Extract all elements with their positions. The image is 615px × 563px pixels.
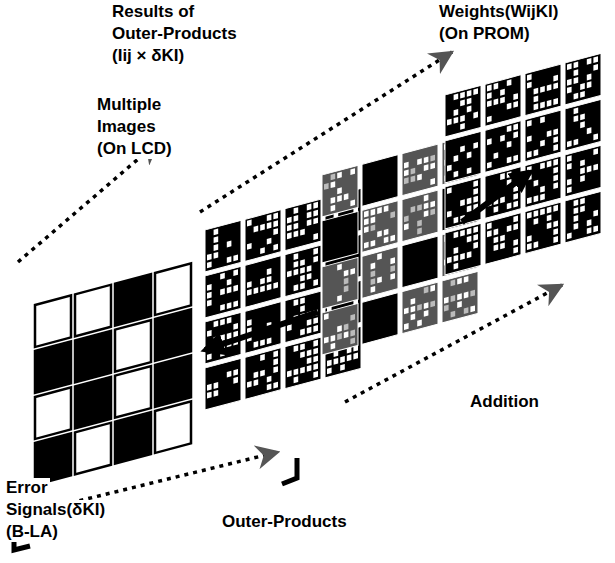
thick-arrow — [205, 312, 318, 350]
text-label: Results of — [110, 2, 196, 22]
dashed-arrow — [18, 142, 158, 262]
text-label: Images — [95, 117, 158, 137]
text-label: (On LCD) — [95, 139, 174, 159]
text-label: Outer-Products — [110, 24, 239, 44]
text-label: (On PROM) — [437, 24, 532, 44]
text-label: Multiple — [95, 95, 163, 115]
text-label: Addition — [468, 392, 541, 412]
image-panel — [205, 188, 361, 410]
text-label: (Iij × δKI) — [110, 46, 186, 66]
corner-bracket — [282, 458, 297, 484]
text-label: Signals(δKI) — [4, 500, 107, 520]
dashed-arrow — [200, 52, 452, 212]
text-label: Error — [4, 478, 50, 498]
weight-panel — [445, 53, 601, 275]
thick-arrow — [462, 172, 530, 222]
text-label: (B-LA) — [4, 522, 60, 542]
text-label: Weights(WijKl) — [437, 2, 560, 22]
error-panel — [35, 263, 191, 485]
text-label: Outer-Products — [220, 512, 349, 532]
